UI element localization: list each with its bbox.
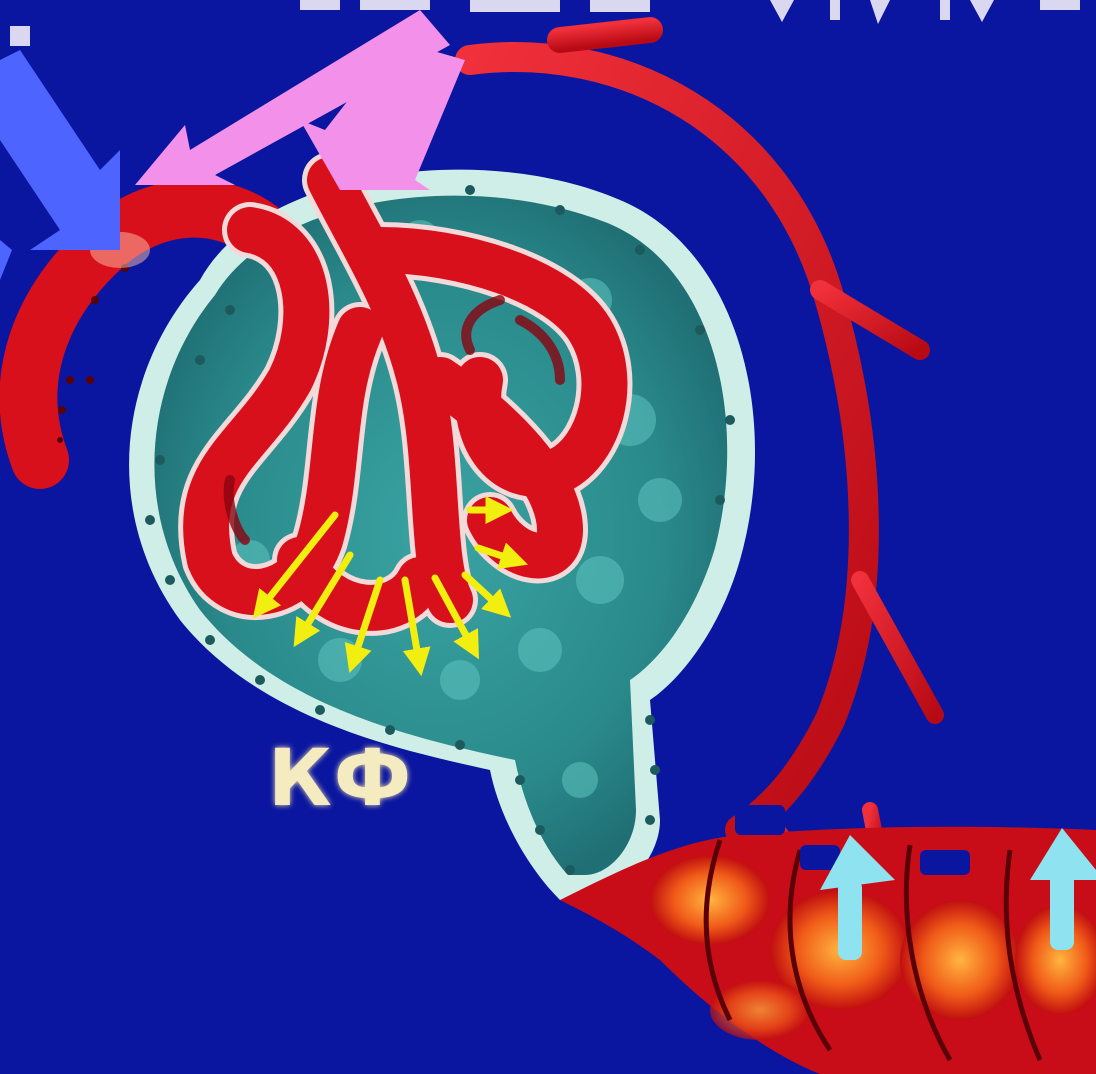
- top-cropped-text: [10, 0, 1080, 46]
- kf-label: КФ: [268, 740, 413, 818]
- afferent-arrow-blue: [0, 50, 120, 250]
